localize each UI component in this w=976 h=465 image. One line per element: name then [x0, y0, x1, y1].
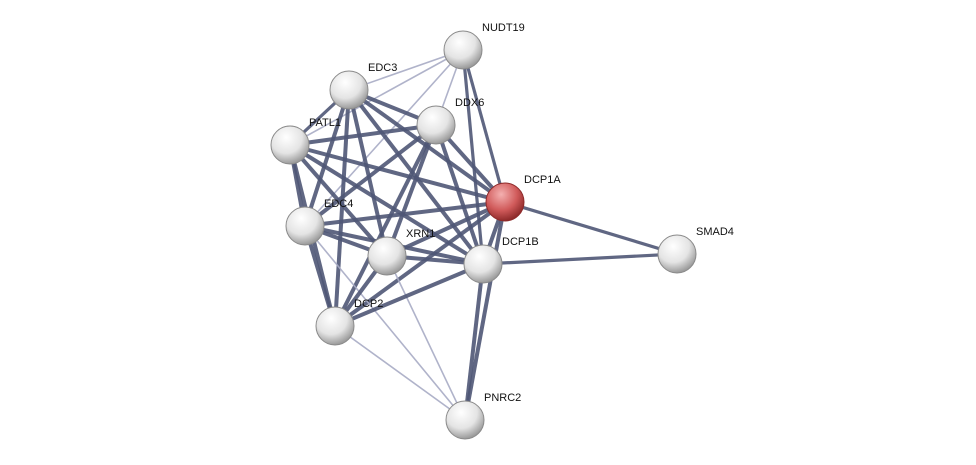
node-label: XRN1 — [406, 228, 435, 240]
edge-nudt19-dcp1a[interactable] — [461, 49, 507, 203]
node-smad4[interactable]: SMAD4 — [657, 226, 734, 274]
node-edc3[interactable]: EDC3 — [329, 62, 397, 110]
node-ddx6[interactable]: DDX6 — [416, 97, 484, 145]
node-label: DCP2 — [354, 298, 383, 310]
node-bubble[interactable] — [329, 70, 369, 110]
edge-dcp2-pnrc2[interactable] — [334, 325, 466, 421]
node-xrn1[interactable]: XRN1 — [367, 228, 435, 276]
node-bubble[interactable] — [367, 236, 407, 276]
node-bubble[interactable] — [485, 182, 525, 222]
edge-nudt19-edc3[interactable] — [348, 49, 464, 91]
node-label: PNRC2 — [484, 392, 521, 404]
node-bubble[interactable] — [443, 30, 483, 70]
node-bubble[interactable] — [657, 234, 697, 274]
edge-patl1-dcp1a[interactable] — [289, 143, 506, 204]
edge-edc4-pnrc2[interactable] — [304, 225, 466, 421]
node-bubble[interactable] — [445, 400, 485, 440]
edge-edc3-edc4[interactable] — [303, 89, 351, 227]
edge-ddx6-dcp1b[interactable] — [434, 124, 485, 265]
edge-ddx6-xrn1[interactable] — [385, 124, 438, 257]
node-patl1[interactable]: PATL1 — [270, 117, 341, 165]
node-bubble[interactable] — [285, 206, 325, 246]
node-label: SMAD4 — [696, 226, 734, 238]
node-edc4[interactable]: EDC4 — [285, 198, 353, 246]
edge-dcp1a-smad4[interactable] — [504, 200, 678, 256]
edge-ddx6-edc4[interactable] — [303, 123, 438, 228]
edge-edc3-dcp2[interactable] — [333, 89, 351, 327]
node-pnrc2[interactable]: PNRC2 — [445, 392, 521, 440]
node-nudt19[interactable]: NUDT19 — [443, 22, 525, 70]
node-label: EDC3 — [368, 62, 397, 74]
node-bubble[interactable] — [270, 125, 310, 165]
node-bubble[interactable] — [416, 105, 456, 145]
node-label: PATL1 — [309, 117, 341, 129]
node-label: DCP1A — [524, 174, 561, 186]
edge-dcp1b-pnrc2[interactable] — [463, 263, 485, 421]
edge-dcp1a-edc4[interactable] — [304, 200, 506, 228]
node-bubble[interactable] — [315, 306, 355, 346]
node-label: DCP1B — [502, 236, 539, 248]
edge-dcp1b-dcp2[interactable] — [334, 262, 484, 328]
edge-dcp1a-pnrc2[interactable] — [463, 201, 507, 421]
node-label: DDX6 — [455, 97, 484, 109]
node-bubble[interactable] — [463, 244, 503, 284]
edge-xrn1-pnrc2[interactable] — [386, 255, 466, 421]
edge-patl1-xrn1[interactable] — [288, 143, 389, 258]
edge-edc3-xrn1[interactable] — [347, 89, 389, 257]
edge-patl1-dcp1b[interactable] — [288, 143, 485, 266]
edge-nudt19-dcp1b[interactable] — [461, 49, 485, 265]
edge-dcp1a-dcp2[interactable] — [333, 200, 507, 328]
edges-layer — [288, 49, 678, 421]
edge-ddx6-patl1[interactable] — [289, 123, 437, 147]
node-dcp1a[interactable]: DCP1A — [485, 174, 561, 222]
node-dcp2[interactable]: DCP2 — [315, 298, 383, 346]
node-label: NUDT19 — [482, 22, 525, 34]
edge-ddx6-dcp2[interactable] — [333, 124, 438, 327]
edge-nudt19-patl1[interactable] — [289, 49, 464, 146]
edge-dcp1b-smad4[interactable] — [482, 252, 678, 266]
node-dcp1b[interactable]: DCP1B — [463, 236, 539, 284]
node-label: EDC4 — [324, 198, 353, 210]
